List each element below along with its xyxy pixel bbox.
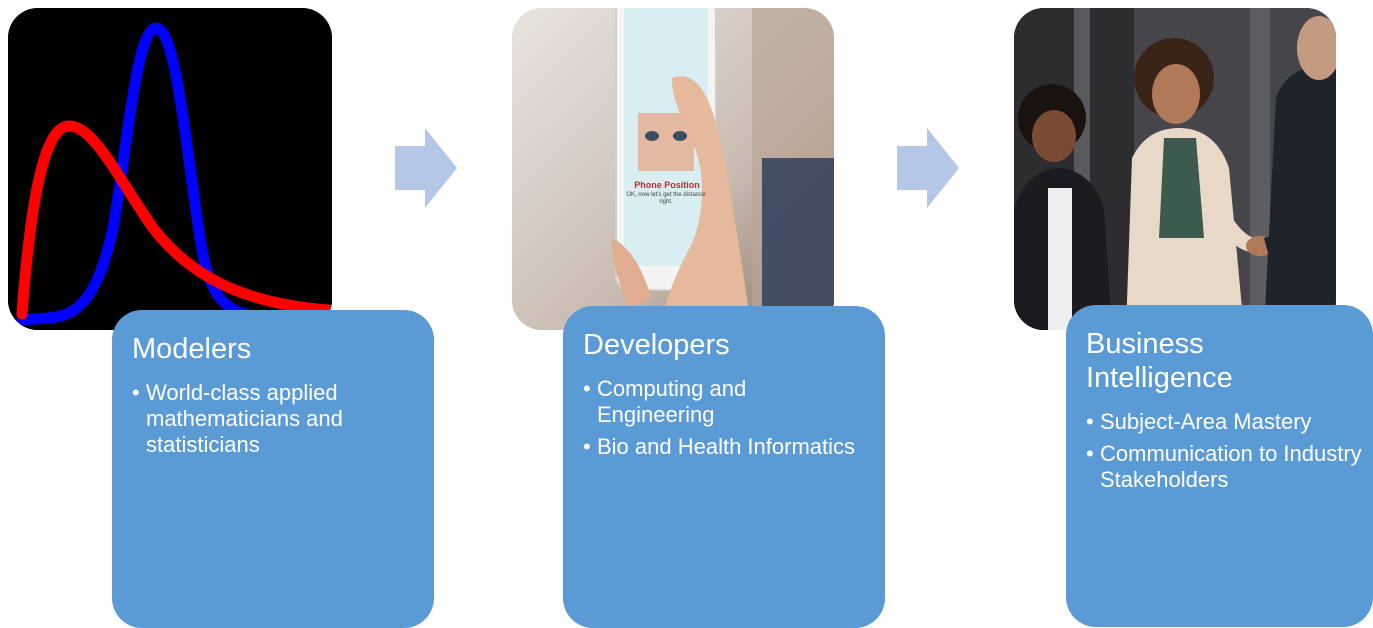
stage-title: Developers [583, 329, 730, 361]
bullet-item: •Computing and Engineering [583, 376, 747, 427]
bullet-item: •Subject-Area Mastery [1086, 409, 1312, 434]
stage-card-modelers: Modelers •World-class applied mathematic… [112, 310, 434, 628]
handshake-image [1014, 8, 1336, 330]
bullet-dot-icon: • [132, 380, 140, 405]
bullet-list: •Subject-Area Mastery •Communication to … [1086, 409, 1363, 493]
bullet-item: •Communication to Industry Stakeholders [1086, 441, 1362, 492]
stage-card-business-intelligence: Business Intelligence •Subject-Area Mast… [1066, 305, 1373, 627]
arrow-right-icon [395, 128, 457, 208]
bullet-dot-icon: • [583, 376, 591, 401]
distribution-curves-image [8, 8, 332, 330]
stage-title: Business Intelligence [1086, 328, 1233, 394]
bullet-dot-icon: • [583, 434, 591, 459]
blue-curve [16, 22, 332, 326]
bullet-dot-icon: • [1086, 441, 1094, 466]
bullet-dot-icon: • [1086, 409, 1094, 434]
phone-app-image: Phone Position OK, now let's get the dis… [512, 8, 834, 330]
red-curve [16, 120, 332, 320]
stage-title: Modelers [132, 333, 252, 365]
phone-screen-heading: Phone Position [634, 180, 700, 190]
phone-screen-text: OK, now let's get the distance right. [626, 192, 706, 205]
stage-card-developers: Developers •Computing and Engineering •B… [563, 306, 885, 628]
bullet-list: •Computing and Engineering •Bio and Heal… [583, 376, 865, 460]
arrow-right-icon [897, 128, 959, 208]
bullet-item: •Bio and Health Informatics [583, 434, 856, 459]
bullet-item: •World-class applied mathematicians and … [132, 380, 343, 457]
bullet-list: •World-class applied mathematicians and … [132, 380, 414, 458]
